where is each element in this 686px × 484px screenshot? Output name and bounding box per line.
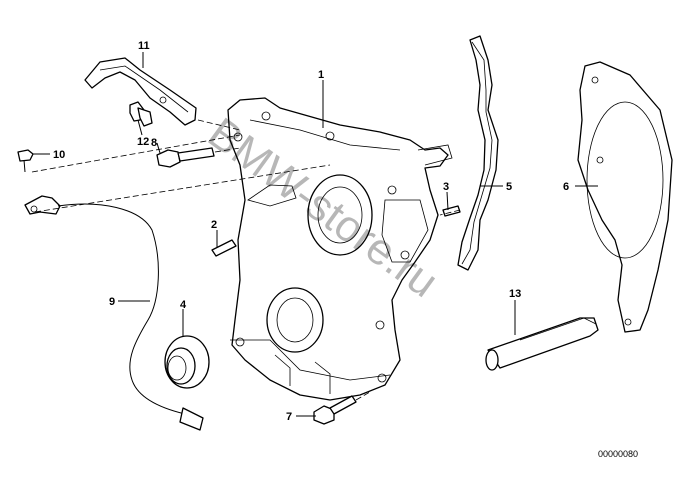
callout-7[interactable]: 7 bbox=[286, 411, 292, 423]
shaft-seal-part bbox=[164, 335, 210, 389]
screw-part bbox=[17, 149, 34, 173]
callout-8[interactable]: 8 bbox=[151, 137, 157, 149]
leader-lines bbox=[33, 52, 598, 417]
callout-1[interactable]: 1 bbox=[318, 69, 324, 81]
sealing-compound-tube-part bbox=[485, 317, 599, 371]
dowel-pin-part bbox=[211, 239, 237, 257]
gasket-part bbox=[457, 35, 499, 271]
callout-11[interactable]: 11 bbox=[138, 40, 150, 52]
callout-13[interactable]: 13 bbox=[509, 288, 521, 300]
cable-cover-part bbox=[84, 57, 197, 126]
clip-part bbox=[129, 101, 153, 127]
construction-lines bbox=[31, 119, 461, 401]
callout-labels: 1 2 3 4 5 6 7 8 9 10 11 12 13 bbox=[53, 40, 569, 423]
callout-5[interactable]: 5 bbox=[506, 181, 512, 193]
diagram-id: 00000080 bbox=[598, 449, 638, 459]
sensor-part bbox=[24, 195, 204, 431]
callout-12[interactable]: 12 bbox=[137, 136, 149, 148]
callout-3[interactable]: 3 bbox=[443, 181, 449, 193]
bolt-lower-part bbox=[313, 395, 357, 425]
bolt-upper-part bbox=[156, 147, 215, 168]
callout-10[interactable]: 10 bbox=[53, 149, 65, 161]
gasket-round-part bbox=[577, 61, 673, 333]
callout-6[interactable]: 6 bbox=[563, 181, 569, 193]
timing-cover-part bbox=[227, 97, 453, 401]
callout-4[interactable]: 4 bbox=[180, 299, 187, 311]
callout-9[interactable]: 9 bbox=[109, 296, 115, 308]
callout-2[interactable]: 2 bbox=[211, 219, 217, 231]
